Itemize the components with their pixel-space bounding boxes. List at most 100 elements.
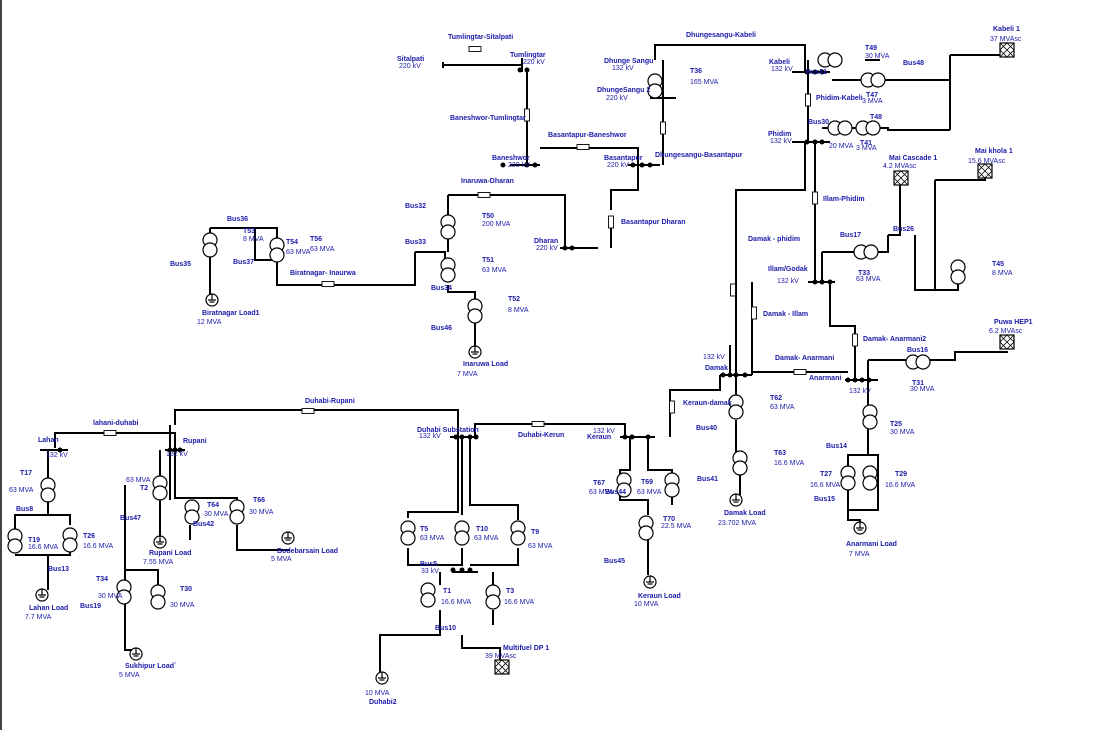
transformer-icon[interactable] (454, 520, 470, 546)
transformer-icon[interactable] (184, 499, 200, 525)
load-icon[interactable] (205, 293, 219, 307)
bus-node[interactable] (819, 69, 825, 75)
circuit-breaker[interactable] (576, 144, 590, 150)
transformer-icon[interactable] (647, 73, 663, 99)
bus-node[interactable] (647, 162, 653, 168)
bus-node[interactable] (172, 447, 178, 453)
circuit-breaker[interactable] (103, 430, 117, 436)
load-icon[interactable] (729, 493, 743, 507)
external-grid-icon[interactable] (494, 659, 510, 675)
bus-node[interactable] (57, 447, 63, 453)
bus-node[interactable] (177, 447, 183, 453)
transformer-icon[interactable] (950, 259, 966, 285)
circuit-breaker[interactable] (751, 306, 757, 320)
transformer-icon[interactable] (116, 579, 132, 605)
bus-node[interactable] (639, 162, 645, 168)
bus-node[interactable] (532, 162, 538, 168)
load-icon[interactable] (35, 588, 49, 602)
transformer-icon[interactable] (62, 527, 78, 553)
bus-node[interactable] (845, 377, 851, 383)
bus-node[interactable] (727, 372, 733, 378)
load-icon[interactable] (129, 647, 143, 661)
transformer-icon[interactable] (440, 257, 456, 283)
transformer-icon[interactable] (202, 232, 218, 258)
transformer-icon[interactable] (862, 404, 878, 430)
circuit-breaker[interactable] (793, 369, 807, 375)
bus-node[interactable] (852, 377, 858, 383)
load-icon[interactable] (281, 531, 295, 545)
load-icon[interactable] (643, 575, 657, 589)
bus-node[interactable] (629, 434, 635, 440)
bus-node[interactable] (467, 567, 473, 573)
bus-node[interactable] (459, 567, 465, 573)
circuit-breaker[interactable] (531, 421, 545, 427)
bus-node[interactable] (645, 434, 651, 440)
bus-node[interactable] (804, 69, 810, 75)
transformer-icon[interactable] (732, 450, 748, 476)
load-icon[interactable] (853, 521, 867, 535)
bus-node[interactable] (453, 434, 459, 440)
transformer-icon[interactable] (510, 520, 526, 546)
transformer-icon[interactable] (616, 472, 632, 498)
bus-node[interactable] (812, 279, 818, 285)
load-icon[interactable] (153, 535, 167, 549)
bus-node[interactable] (569, 245, 575, 251)
external-grid-icon[interactable] (999, 42, 1015, 58)
transformer-icon[interactable] (638, 515, 654, 541)
bus-node[interactable] (524, 162, 530, 168)
external-grid-icon[interactable] (893, 170, 909, 186)
circuit-breaker[interactable] (477, 192, 491, 198)
circuit-breaker[interactable] (730, 283, 736, 297)
bus-node[interactable] (812, 69, 818, 75)
external-grid-icon[interactable] (999, 334, 1015, 350)
circuit-breaker[interactable] (524, 108, 530, 122)
bus-node[interactable] (720, 372, 726, 378)
transformer-icon[interactable] (853, 244, 879, 260)
bus-node[interactable] (812, 139, 818, 145)
circuit-breaker[interactable] (301, 408, 315, 414)
circuit-breaker[interactable] (805, 93, 811, 107)
bus-node[interactable] (819, 139, 825, 145)
transformer-icon[interactable] (420, 582, 436, 608)
transformer-icon[interactable] (229, 499, 245, 525)
transformer-icon[interactable] (7, 528, 23, 554)
circuit-breaker[interactable] (660, 121, 666, 135)
transformer-icon[interactable] (664, 472, 680, 498)
bus-node[interactable] (859, 377, 865, 383)
transformer-icon[interactable] (840, 465, 856, 491)
transformer-icon[interactable] (467, 298, 483, 324)
bus-node[interactable] (827, 279, 833, 285)
transformer-icon[interactable] (269, 237, 285, 263)
circuit-breaker[interactable] (852, 333, 858, 347)
bus-node[interactable] (819, 279, 825, 285)
bus-node[interactable] (517, 67, 523, 73)
load-icon[interactable] (468, 345, 482, 359)
bus-node[interactable] (562, 245, 568, 251)
transformer-icon[interactable] (400, 520, 416, 546)
circuit-breaker[interactable] (468, 46, 482, 52)
transformer-icon[interactable] (862, 465, 878, 491)
transformer-icon[interactable] (728, 394, 744, 420)
transformer-icon[interactable] (40, 477, 56, 503)
transformer-icon[interactable] (152, 475, 168, 501)
circuit-breaker[interactable] (812, 191, 818, 205)
transformer-icon[interactable] (485, 584, 501, 610)
transformer-icon[interactable] (855, 120, 881, 136)
bus-node[interactable] (467, 434, 473, 440)
bus-node[interactable] (167, 447, 173, 453)
bus-node[interactable] (733, 372, 739, 378)
transformer-icon[interactable] (860, 72, 886, 88)
circuit-breaker[interactable] (608, 215, 614, 229)
bus-node[interactable] (866, 377, 872, 383)
bus-node[interactable] (622, 434, 628, 440)
transformer-icon[interactable] (440, 214, 456, 240)
transformer-icon[interactable] (905, 354, 931, 370)
external-grid-icon[interactable] (977, 163, 993, 179)
circuit-breaker[interactable] (669, 400, 675, 414)
bus-node[interactable] (804, 139, 810, 145)
transformer-icon[interactable] (827, 120, 853, 136)
circuit-breaker[interactable] (321, 281, 335, 287)
load-icon[interactable] (375, 671, 389, 685)
bus-node[interactable] (630, 162, 636, 168)
bus-node[interactable] (524, 67, 530, 73)
